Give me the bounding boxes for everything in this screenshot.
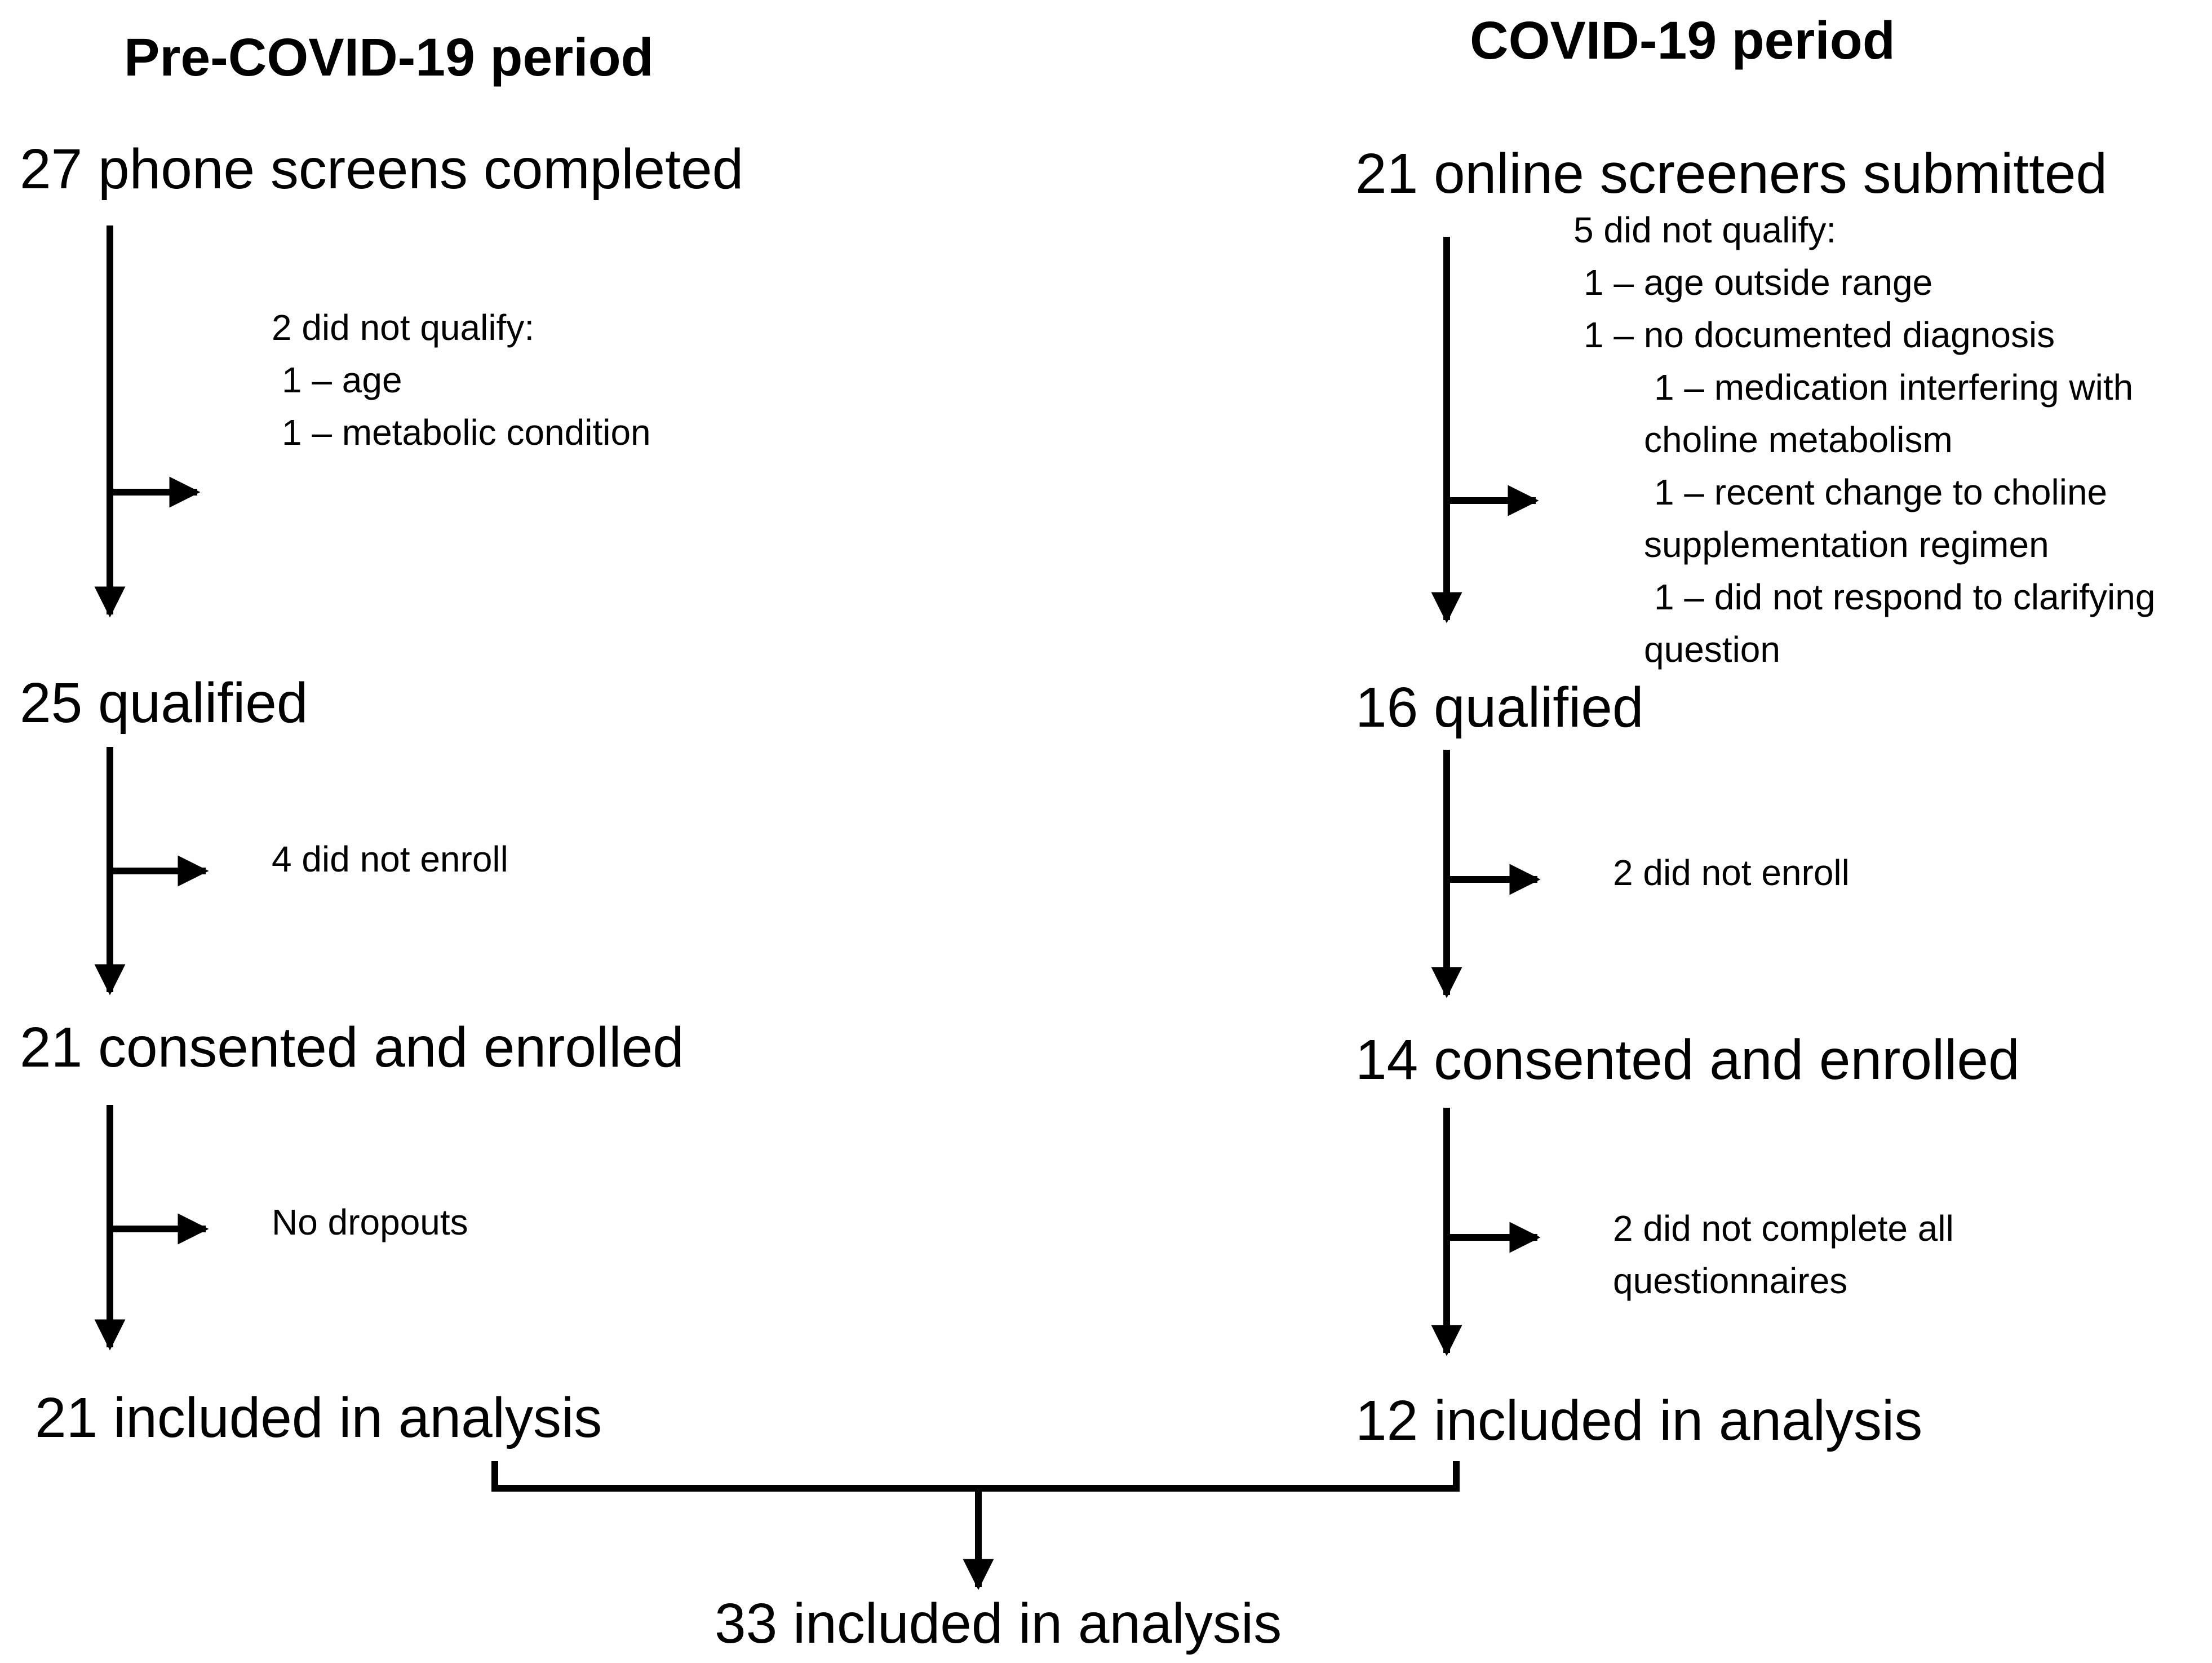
covid-exclusion-1-line: supplementation regimen	[1644, 524, 2049, 565]
covid-header: COVID-19 period	[1470, 11, 1895, 70]
covid-screened: 21 online screeners submitted	[1355, 142, 2108, 205]
covid-exclusion-1-line: 5 did not qualify:	[1573, 210, 1837, 250]
covid-exclusion-1: 5 did not qualify: 1 – age outside range…	[1573, 204, 2155, 676]
pre-exclusion-1-line: 1 – metabolic condition	[282, 412, 651, 453]
covid-exclusion-3: 2 did not complete all questionnaires	[1613, 1202, 1954, 1307]
covid-exclusion-1-line: question	[1644, 629, 1780, 670]
pre-screened: 27 phone screens completed	[20, 138, 744, 201]
covid-exclusion-2: 2 did not enroll	[1613, 852, 1850, 893]
pre-exclusion-3: No dropouts	[272, 1202, 468, 1242]
combined-analyzed: 33 included in analysis	[715, 1592, 1282, 1655]
pre-analyzed: 21 included in analysis	[35, 1386, 602, 1449]
pre-exclusion-1: 2 did not qualify: 1 – age 1 – metabolic…	[272, 302, 651, 459]
pre-qualified: 25 qualified	[20, 671, 308, 735]
covid-exclusion-1-line: choline metabolism	[1644, 419, 1953, 460]
covid-analyzed: 12 included in analysis	[1355, 1389, 1923, 1452]
covid-exclusion-1-line: 1 – age outside range	[1584, 262, 1933, 303]
covid-exclusion-1-line: 1 – recent change to choline	[1654, 472, 2108, 512]
covid-exclusion-3-line: questionnaires	[1613, 1260, 1848, 1301]
pre-covid-header: Pre-COVID-19 period	[124, 28, 654, 87]
pre-exclusion-1-line: 1 – age	[282, 360, 402, 400]
covid-exclusion-1-line: 1 – medication interfering with	[1654, 367, 2134, 408]
pre-exclusion-1-line: 2 did not qualify:	[272, 307, 535, 348]
pre-enrolled: 21 consented and enrolled	[20, 1016, 684, 1079]
combine-bracket	[491, 1461, 1460, 1492]
covid-enrolled: 14 consented and enrolled	[1355, 1028, 2020, 1091]
covid-exclusion-1-line: 1 – no documented diagnosis	[1584, 315, 2055, 355]
covid-exclusion-1-line: 1 – did not respond to clarifying	[1654, 577, 2156, 617]
covid-exclusion-3-line: 2 did not complete all	[1613, 1208, 1954, 1249]
covid-qualified: 16 qualified	[1355, 676, 1644, 739]
pre-exclusion-2: 4 did not enroll	[272, 839, 508, 879]
